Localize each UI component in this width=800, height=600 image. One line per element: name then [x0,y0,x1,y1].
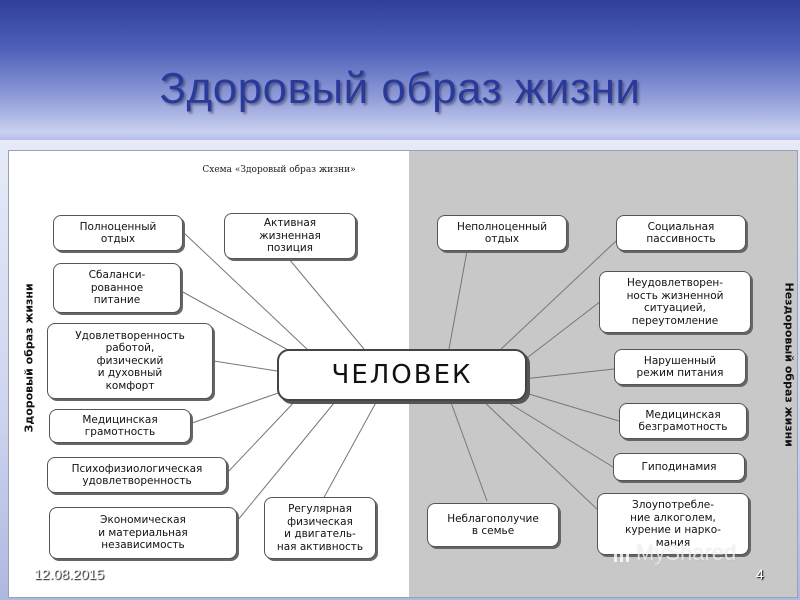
node-incomplete-rest: Неполноценный отдых [437,215,567,251]
connector-line [448,250,468,350]
healthy-side-label: Здоровый образ жизни [22,283,36,433]
node-hypodynamia: Гиподинамия [613,453,745,481]
slide-date: 12.08.2015 [34,566,105,582]
connector-line [226,396,300,474]
connector-line [236,396,340,522]
connector-line [448,396,488,502]
page-number: 4 [756,566,764,582]
connector-line [522,300,602,362]
connector-line [288,258,365,350]
diagram-panel: Схема «Здоровый образ жизни» Здоровый об… [8,150,798,598]
node-medical-illiteracy: Медицинская безграмотность [619,403,747,439]
scheme-caption: Схема «Здоровый образ жизни» [202,165,356,175]
myshared-logo-icon [612,546,630,562]
node-full-rest: Полноценный отдых [53,215,183,251]
connector-line [478,396,600,512]
watermark: MyShared [610,540,736,566]
connector-line [518,390,620,422]
connector-line [498,240,617,352]
node-disturbed-diet: Нарушенный режим питания [614,349,746,385]
center-node: ЧЕЛОВЕК [277,349,527,401]
node-balanced-nutrition: Сбаланси- рованное питание [53,263,181,313]
connector-line [498,396,614,468]
connector-line [180,290,300,357]
slide-title: Здоровый образ жизни [159,64,641,113]
node-work-satisfaction: Удовлетворенность работой, физический и … [47,323,213,399]
node-social-passivity: Социальная пассивность [616,215,746,251]
connector-line [522,368,615,380]
node-family-trouble: Неблагополучие в семье [427,503,559,547]
node-medical-literacy: Медицинская грамотность [49,409,191,443]
node-active-life-position: Активная жизненная позиция [224,213,356,259]
watermark-text: MyShared [636,540,737,565]
node-substance-abuse: Злоупотребле- ние алкоголем, курение и н… [597,493,749,555]
connector-line [213,360,278,372]
connector-line [191,390,285,424]
node-psychophysiological-satisfaction: Психофизиологическая удовлетворенность [47,457,227,493]
unhealthy-side-label: Нездоровый образ жизни [782,282,796,447]
connector-line [183,232,310,352]
connector-line [321,396,380,502]
node-regular-physical-activity: Регулярная физическая и двигатель- ная а… [264,497,376,559]
node-economic-independence: Экономическая и материальная независимос… [49,507,237,559]
node-life-dissatisfaction: Неудовлетворен- ность жизненной ситуацие… [599,271,751,333]
connector-lines [180,232,620,522]
